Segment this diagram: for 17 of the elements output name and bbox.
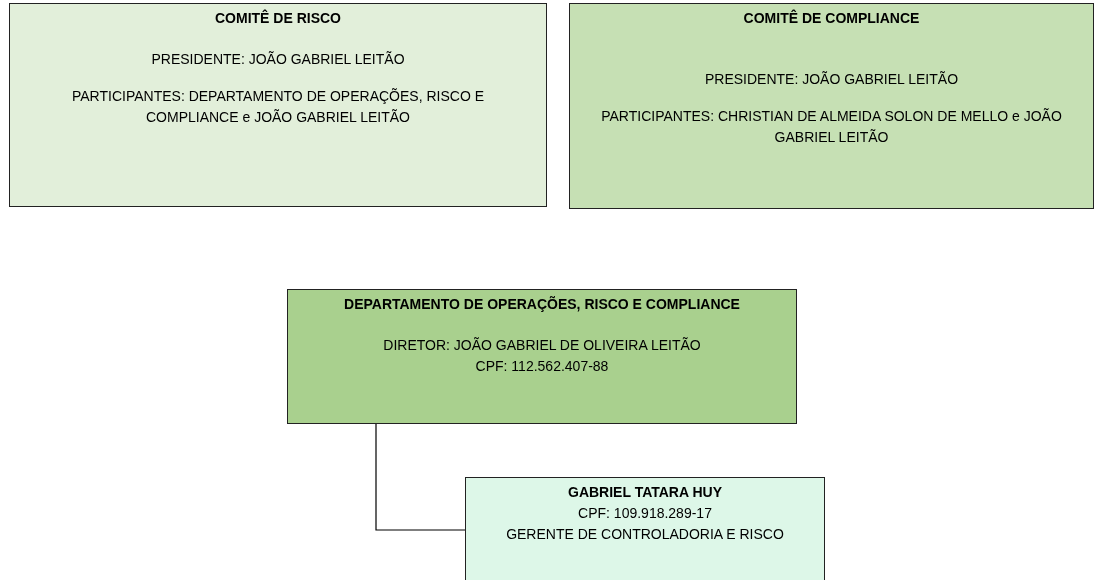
box-heading: COMITÊ DE RISCO [215, 8, 341, 28]
org-box [569, 3, 1094, 209]
box-text: PRESIDENTE: JOÃO GABRIEL LEITÃO [151, 50, 405, 69]
box-text: GERENTE DE CONTROLADORIA E RISCO [506, 525, 784, 544]
box-heading: DEPARTAMENTO DE OPERAÇÕES, RISCO E COMPLIANCE [344, 295, 740, 314]
org-box [9, 3, 547, 207]
box-text: DIRETOR: JOÃO GABRIEL DE OLIVEIRA LEITÃO [383, 336, 701, 355]
box-text: CPF: 109.918.289-17 [578, 504, 712, 523]
box-text: PRESIDENTE: JOÃO GABRIEL LEITÃO [704, 70, 959, 89]
connector-line [375, 423, 466, 531]
org-box [465, 477, 825, 580]
box-text: PARTICIPANTES: DEPARTAMENTO DE OPERAÇÕES, RISCO E COMPLIANCE e JOÃO GABRIEL LEITÃO [70, 87, 485, 127]
box-heading: COMITÊ DE COMPLIANCE [743, 8, 920, 28]
box-heading: GABRIEL TATARA HUY [568, 483, 722, 502]
box-text: PARTICIPANTES: CHRISTIAN DE ALMEIDA SOLON DE MELLO e JOÃO GABRIEL LEITÃO [600, 107, 1063, 147]
box-text: CPF: 112.562.407-88 [475, 357, 609, 376]
org-box [287, 289, 797, 424]
